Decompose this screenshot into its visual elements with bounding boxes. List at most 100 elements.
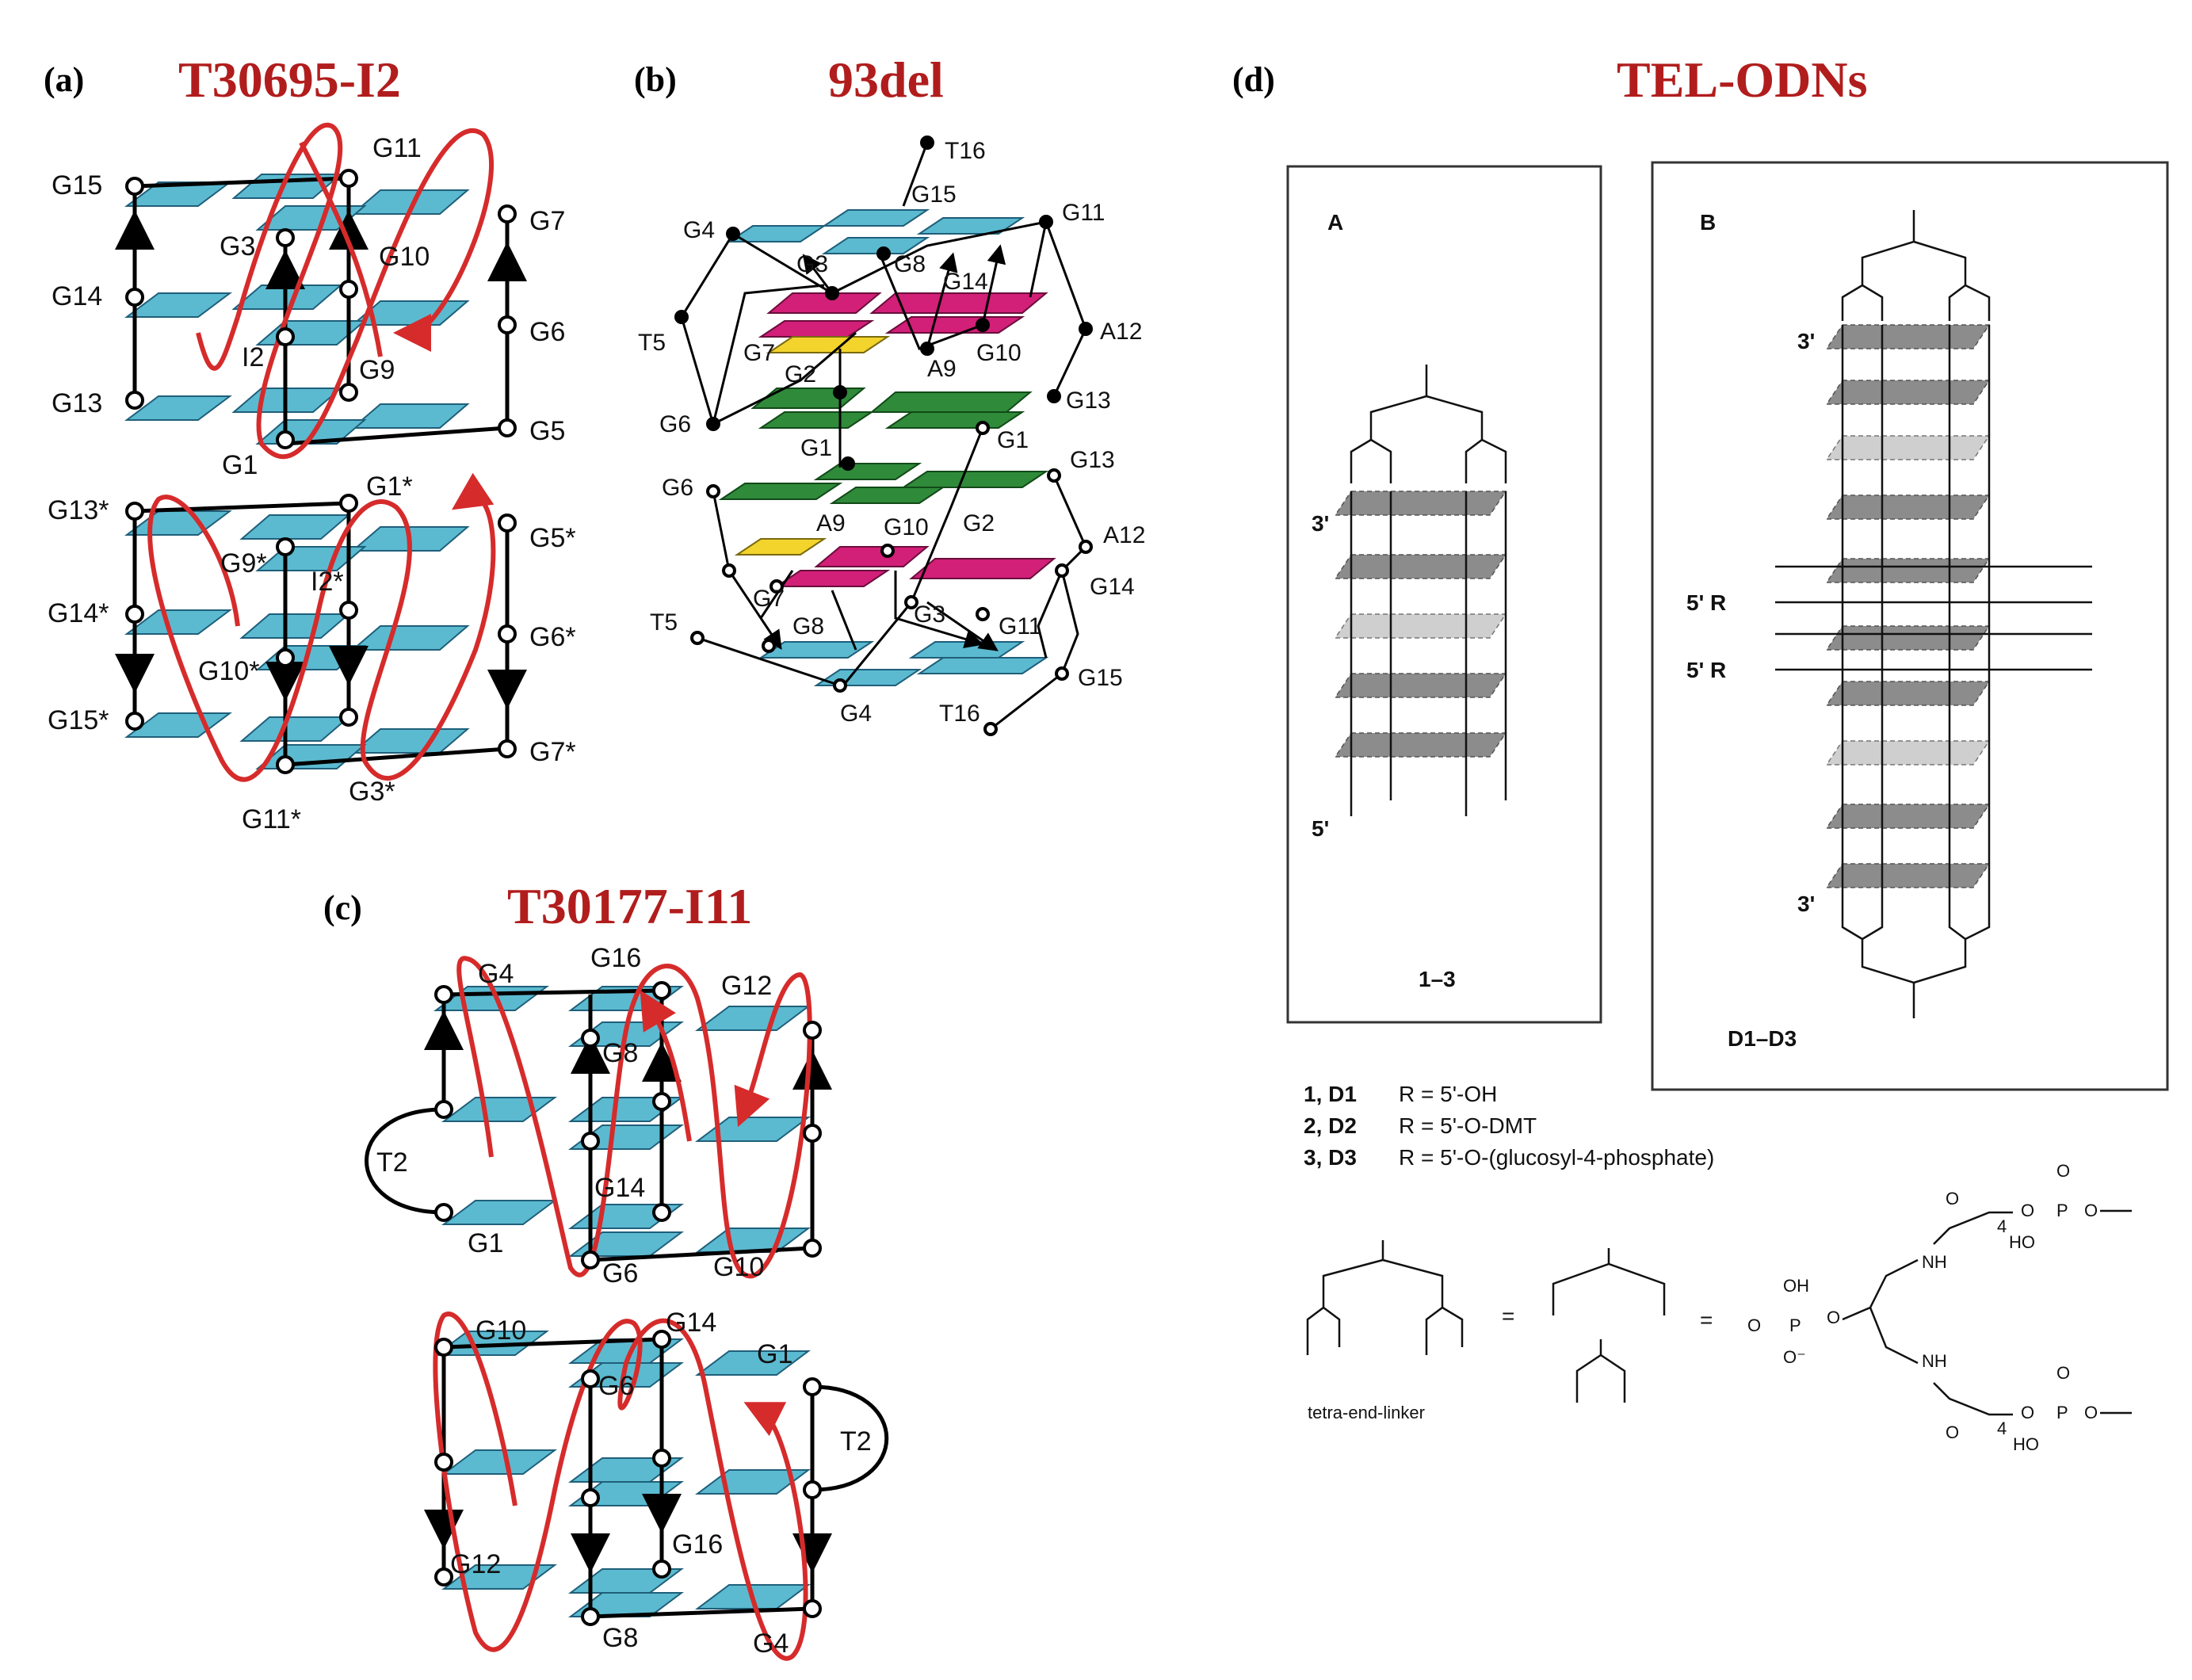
box-a-5prime: 5': [1312, 816, 1329, 841]
chem-o8: O: [2084, 1403, 2098, 1422]
chem-co-2: O: [1946, 1422, 1959, 1442]
chem-o4: O: [2056, 1161, 2070, 1181]
box-a-3prime: 3': [1312, 511, 1329, 536]
label-T2-b: T2: [840, 1426, 872, 1457]
label-G14: G14: [594, 1173, 645, 1203]
label-G1-top: G1: [800, 435, 832, 461]
label-G13-bottom: G13: [1070, 447, 1115, 473]
label-T5-bottom: T5: [650, 609, 678, 636]
label-T16-top: T16: [945, 138, 986, 164]
labels-c-top: G4 G16 G12 G8 T2 G14 G1 G6 G10: [376, 943, 772, 1289]
legend-id-3: 3, D3: [1304, 1145, 1357, 1170]
label-G3-bottom: G3: [914, 601, 945, 628]
nodes-b: [674, 136, 1093, 736]
label-G5: G5: [529, 416, 565, 446]
equals-2: =: [1700, 1308, 1713, 1332]
label-A9-top: A9: [927, 356, 957, 382]
label-G15: G15: [52, 170, 102, 200]
label-G4: G4: [478, 959, 514, 989]
box-a: A 3' 5' 1–3: [1286, 165, 1602, 1024]
label-G3star: G3*: [349, 777, 395, 807]
label-G8: G8: [602, 1038, 638, 1068]
label-G16-b: G16: [672, 1529, 723, 1560]
tetrads-b-top: [726, 209, 1048, 429]
chem-o7: O: [2056, 1363, 2070, 1383]
tetrads-c-bottom: [433, 1331, 811, 1617]
label-G7: G7: [529, 206, 565, 236]
label-A9-bottom: A9: [816, 510, 846, 536]
label-G10star: G10*: [198, 656, 260, 686]
box-b-caption: D1–D3: [1728, 1026, 1797, 1051]
strand-a-bottom: [147, 472, 496, 782]
chem-oh: OH: [1783, 1276, 1809, 1296]
nodes-a-top: [125, 169, 517, 449]
label-G14star: G14*: [48, 598, 109, 628]
label-G10: G10: [379, 242, 430, 272]
label-G3: G3: [220, 231, 255, 262]
label-G6-top: G6: [659, 411, 691, 437]
chem-nh-2: NH: [1922, 1351, 1947, 1371]
label-G10-top: G10: [976, 340, 1022, 366]
chem-o3: O: [2021, 1201, 2034, 1220]
label-G14-bottom: G14: [1090, 574, 1135, 600]
label-G4-top: G4: [683, 217, 715, 243]
label-G15star: G15*: [48, 705, 109, 735]
strand-a-top: [196, 122, 494, 460]
box-a-letter: A: [1327, 210, 1343, 235]
label-G12-b: G12: [450, 1549, 501, 1579]
chem-ho-2: HO: [2013, 1434, 2039, 1454]
label-G6: G6: [529, 317, 565, 347]
label-A12-top: A12: [1100, 319, 1142, 345]
label-G10: G10: [713, 1252, 764, 1282]
labels-a-top: G15 G11 G7 G3 G10 G14 G6 I2 G9 G13 G5 G1: [52, 133, 565, 480]
label-G14: G14: [52, 281, 102, 311]
labels-a-bottom: G1* G13* G5* G9* I2* G14* G6* G10* G15* …: [48, 472, 576, 834]
panel-a: (a) T30695-I2: [44, 52, 576, 834]
chem-p3: P: [2056, 1403, 2068, 1422]
chem-co-1: O: [1946, 1189, 1959, 1208]
tetrad-stack-a-bottom: [124, 510, 470, 769]
label-G6star: G6*: [529, 622, 576, 652]
label-G1star: G1*: [366, 472, 413, 502]
linker-diagram: tetra-end-linker = = OH O P O O⁻ NH NH O…: [1306, 1161, 2132, 1454]
equals-1: =: [1502, 1304, 1514, 1328]
label-G13star: G13*: [48, 495, 109, 525]
label-G7-top: G7: [743, 340, 775, 366]
nodes-c-bottom: [434, 1330, 822, 1626]
label-G8-top: G8: [894, 251, 926, 277]
legend-text-2: R = 5'-O-DMT: [1399, 1113, 1537, 1138]
chem-p2: P: [2056, 1201, 2068, 1220]
label-G6-b: G6: [598, 1371, 634, 1401]
chem-ho-1: HO: [2009, 1232, 2035, 1252]
tetrads-c-top: [433, 986, 811, 1257]
panel-a-title: T30695-I2: [178, 52, 401, 108]
label-G1: G1: [468, 1228, 503, 1258]
chem-o2: O: [1827, 1308, 1840, 1327]
label-G6-bottom: G6: [662, 475, 693, 501]
box-b-5prime-a: 5' R: [1686, 590, 1726, 615]
label-G11star: G11*: [242, 804, 301, 834]
backbone-b-top: [680, 142, 1087, 690]
panel-d: (d) TEL-ODNs A 3' 5' 1–3 B: [1232, 52, 2169, 1454]
label-T2: T2: [376, 1147, 408, 1178]
label-G11-top: G11: [1062, 200, 1105, 226]
panel-c: (c) T30177-I11: [323, 878, 889, 1661]
nodes-a-bottom: [125, 494, 517, 774]
label-G11-bottom: G11: [999, 613, 1041, 640]
label-G14-top: G14: [943, 269, 988, 295]
label-G4-bottom: G4: [840, 701, 872, 727]
label-T5-top: T5: [638, 330, 666, 356]
label-G8-bottom: G8: [792, 613, 824, 640]
label-I2: I2: [242, 342, 264, 372]
label-G1: G1: [222, 450, 258, 480]
nodes-c-top: [434, 981, 822, 1270]
label-G8-b: G8: [602, 1623, 638, 1653]
panel-b-label: (b): [634, 60, 677, 99]
label-G1-bottom: G1: [997, 427, 1029, 453]
panel-b: (b) 93del: [634, 52, 1145, 736]
box-b-3prime: 3': [1797, 329, 1815, 353]
panel-c-title: T30177-I11: [507, 878, 752, 934]
chem-o6: O: [2021, 1403, 2034, 1422]
label-A12-bottom: A12: [1103, 522, 1145, 548]
label-G4-b: G4: [753, 1628, 789, 1659]
